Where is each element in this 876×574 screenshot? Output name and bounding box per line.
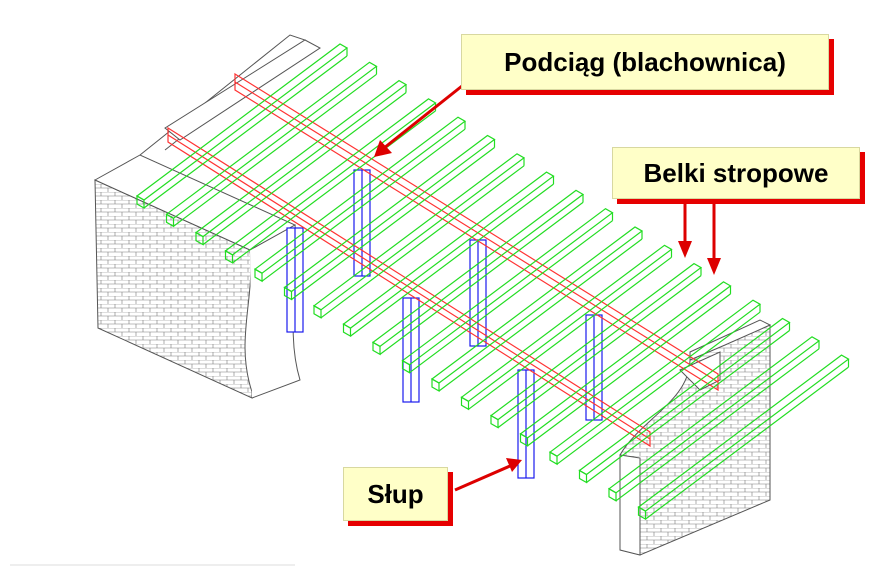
joist	[312, 153, 526, 319]
joists-callout: Belki stropowe	[612, 147, 860, 199]
joist	[607, 336, 821, 502]
column-callout: Słup	[343, 467, 448, 521]
joist	[342, 171, 555, 338]
joist	[430, 226, 644, 393]
column	[402, 297, 420, 403]
right-brick-wall	[619, 319, 772, 556]
girder-label: Podciąg (blachownica)	[504, 47, 786, 77]
girder	[234, 72, 719, 392]
joist	[489, 262, 703, 429]
column	[353, 169, 371, 277]
joist	[519, 281, 732, 447]
joist	[548, 299, 762, 466]
joist	[283, 134, 496, 301]
joists-label: Belki stropowe	[643, 158, 829, 188]
joist	[135, 43, 349, 210]
joist	[253, 116, 467, 283]
arrow-to-joist-1	[678, 197, 692, 258]
girders	[167, 72, 719, 448]
arrow-to-joist-2	[707, 197, 721, 275]
joist	[460, 244, 673, 411]
joist	[194, 79, 408, 246]
joist	[637, 354, 850, 521]
arrow-to-girder	[374, 84, 463, 157]
joist	[371, 189, 585, 356]
joists	[135, 43, 850, 521]
joist	[578, 317, 791, 484]
arrows	[374, 84, 721, 492]
joist	[165, 61, 378, 228]
girder-callout: Podciąg (blachownica)	[461, 34, 829, 90]
arrow-to-column	[454, 458, 522, 492]
column-label: Słup	[367, 479, 424, 509]
column	[517, 369, 535, 479]
girder	[167, 126, 651, 448]
left-brick-wall	[93, 34, 321, 399]
joist	[401, 207, 614, 374]
